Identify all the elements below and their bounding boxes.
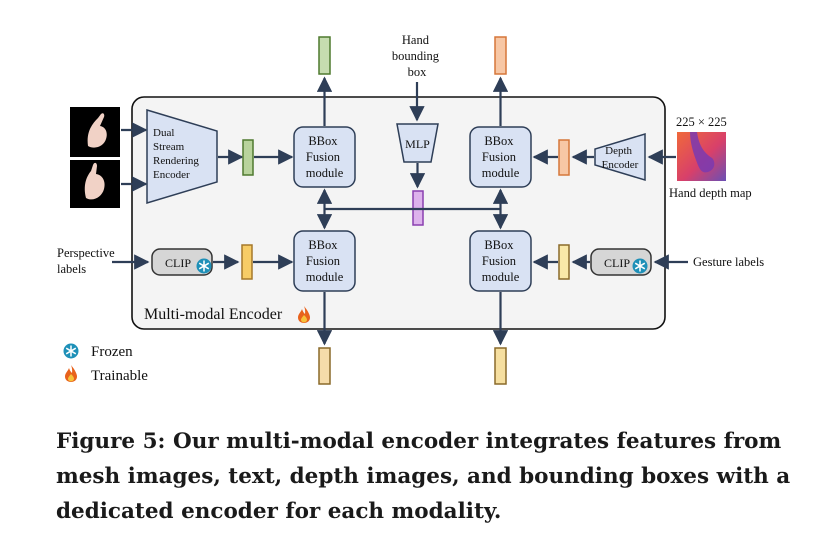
clip-label-left: CLIP [165,256,191,270]
bbox-fusion-module-top-left: BBox Fusion module [293,126,356,188]
bbox-fusion-module-top-right: BBox Fusion module [469,126,532,188]
legend-trainable-icon [65,365,77,382]
legend-frozen-label: Frozen [91,344,133,360]
hand-depth-map-image [677,132,726,181]
hand-bounding-box-label: Hand bounding box [392,33,442,79]
svg-text:BBox Fusion module: BBox Fusion module [306,134,344,180]
mlp-block [396,123,439,163]
hand-depth-map-label: Hand depth map [669,186,752,200]
perspective-labels-text: Perspective labels [57,246,118,276]
clip-label-right: CLIP [604,256,630,270]
perspective-text-token [241,244,253,280]
svg-text:BBox Fusion module: BBox Fusion module [482,134,520,180]
depth-size-label: 225 × 225 [676,115,727,129]
output-token-perspective [318,347,331,385]
legend-frozen-icon [62,342,80,360]
legend-trainable-label: Trainable [91,368,148,384]
mesh-feature-token [242,139,254,176]
bbox-fusion-module-bottom-left: BBox Fusion module [293,230,356,292]
multimodal-encoder-diagram: Multi-modal Encoder Dual Stream Renderin… [57,33,764,385]
output-token-depth [494,36,507,75]
bbox-fusion-module-bottom-right: BBox Fusion module [469,230,532,292]
mesh-image-top [70,107,120,157]
mesh-image-bottom [70,160,120,208]
figure-caption: Figure 5: Our multi-modal encoder integr… [56,429,791,524]
depth-feature-token [558,139,570,176]
output-token-gesture [494,347,507,385]
frozen-icon-right [631,257,649,275]
depth-encoder [594,132,646,182]
svg-text:BBox Fusion module: BBox Fusion module [482,238,520,284]
dual-stream-rendering-encoder [146,108,218,205]
svg-text:BBox Fusion module: BBox Fusion module [306,238,344,284]
mlp-label: MLP [405,137,430,151]
frozen-icon-left [195,257,213,275]
legend: Frozen Trainable [62,342,148,384]
gesture-text-token [558,244,570,280]
container-label: Multi-modal Encoder [144,306,283,323]
dual-stream-encoder-label: Dual Stream Rendering Encoder [153,127,202,181]
gesture-labels-text: Gesture labels [693,255,764,269]
depth-encoder-label: Depth Encoder [602,145,639,171]
output-token-mesh [318,36,331,75]
